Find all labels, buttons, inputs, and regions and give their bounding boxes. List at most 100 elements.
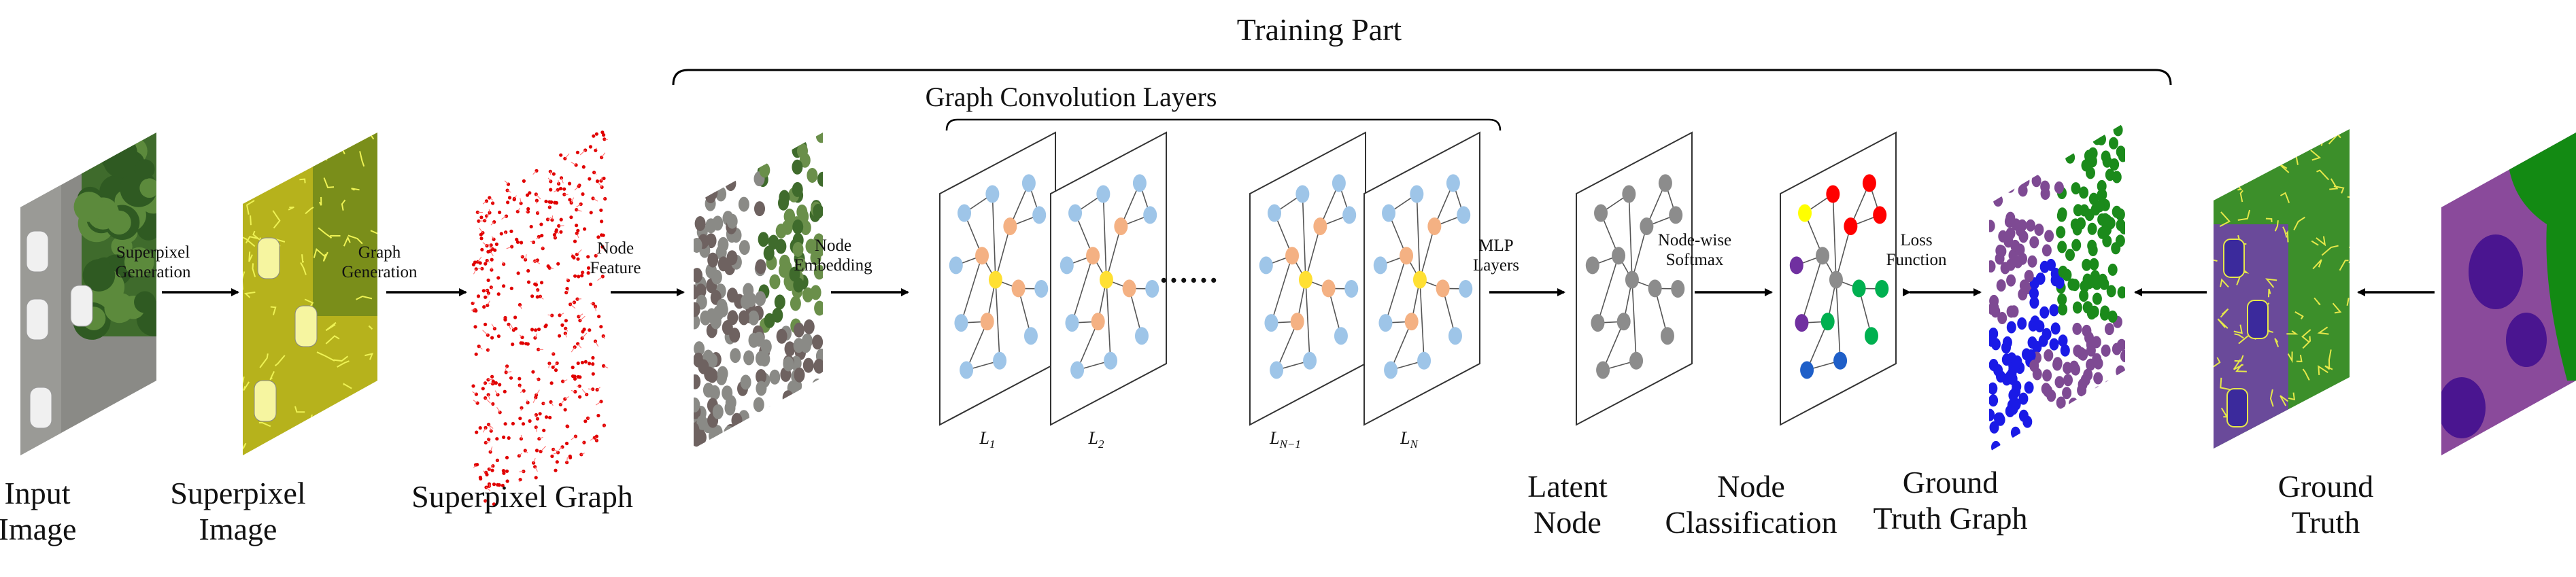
gt-graph-node [2008,389,2018,402]
graph-edge [490,287,494,290]
graph-node [552,172,556,176]
superpixel-edge [2302,368,2310,381]
feature-node [796,390,808,406]
graph-node [553,200,557,205]
superpixel-edge [289,441,298,452]
feature-node [739,240,750,256]
graph-node [509,376,513,380]
graph-edge [482,200,487,205]
graph-node [599,325,603,329]
gt-graph-node [2100,305,2110,318]
graph-edge [992,194,996,280]
feature-node [753,440,765,449]
gt-graph-node [2114,379,2124,391]
feature-node [768,139,779,155]
superpixel-edge [2274,338,2280,347]
feature-node [794,436,806,449]
gt-graph-node [2067,140,2078,153]
feature-node [705,173,716,189]
gt-graph-node [2007,399,2017,412]
graph-node [1862,174,1876,192]
superpixel-edge [2347,194,2350,198]
graph-node [564,319,569,323]
graph-node [484,322,488,326]
feature-node [722,320,733,335]
feature-node [775,224,787,239]
feature-node [766,133,777,141]
gt-graph-node [2057,207,2067,220]
graph-edge [534,415,537,417]
superpixel-edge [2317,130,2324,146]
graph-edge [517,207,520,212]
gt-graph-node [2118,433,2125,446]
feature-node [722,133,734,143]
feature-node [709,133,720,145]
graph-edge [564,333,567,338]
superpixel-edge [2269,389,2274,407]
graph-node [1321,279,1336,298]
graph-edge [1106,226,1122,280]
graph-node [525,193,530,197]
gt-graph-node [2037,139,2047,152]
graph-node [503,389,507,394]
graph-node [530,328,535,332]
car [29,387,52,429]
feature-node [807,168,818,183]
graph-node [1334,327,1348,345]
graph-node [535,295,539,299]
graph-edge [595,401,602,406]
graph-node [481,289,486,293]
graph-edge [501,215,507,220]
gt-graph-node [2120,350,2125,362]
feature-node [768,234,779,250]
graph-edge [571,197,575,203]
graph-edge [1385,256,1407,324]
graph-edge [486,487,491,491]
graph-node [550,454,554,459]
superpixel-edge [309,414,320,428]
graph-edge [564,396,569,400]
graph-edge [559,313,564,316]
graph-edge [485,398,491,404]
gt-graph-node [2112,205,2122,218]
graph-edge [594,172,597,175]
feature-node [815,133,823,143]
graph-edge [1628,194,1633,280]
graph-node [582,328,586,332]
graph-node [568,454,572,459]
graph-node [555,460,559,464]
graph-node [496,276,501,280]
graph-node [1844,217,1858,235]
feature-node [759,162,770,178]
superpixel-edge [2339,260,2349,271]
graph-node [568,198,572,202]
graph-node [591,372,595,376]
superpixel-edge [2239,190,2243,203]
superpixel-edge [274,355,286,366]
gt-graph-node [2056,396,2066,409]
gt-graph-node [2039,260,2050,273]
graph-edge [560,400,564,405]
graph-edge [532,170,537,175]
graph-node [1384,361,1398,379]
layer-label-ln-1: LN−1 [1270,428,1301,451]
tree-blob [73,192,104,222]
gt-graph-node [2100,389,2110,402]
graph-node [1829,270,1843,289]
gt-graph-node [2024,270,2034,283]
gt-graph-node [2029,287,2039,300]
feature-node [711,133,722,141]
graph-edge [536,389,540,396]
graph-node [1798,204,1812,222]
superpixel-edge [322,251,328,262]
graph-node [993,351,1007,370]
graph-node [575,150,580,154]
graph-node [554,228,558,232]
car [26,230,49,273]
feature-node [696,139,707,155]
superpixel-edge [2323,417,2336,434]
superpixel-edge [372,381,377,391]
graph-edge [520,198,522,204]
feature-node [694,268,702,283]
